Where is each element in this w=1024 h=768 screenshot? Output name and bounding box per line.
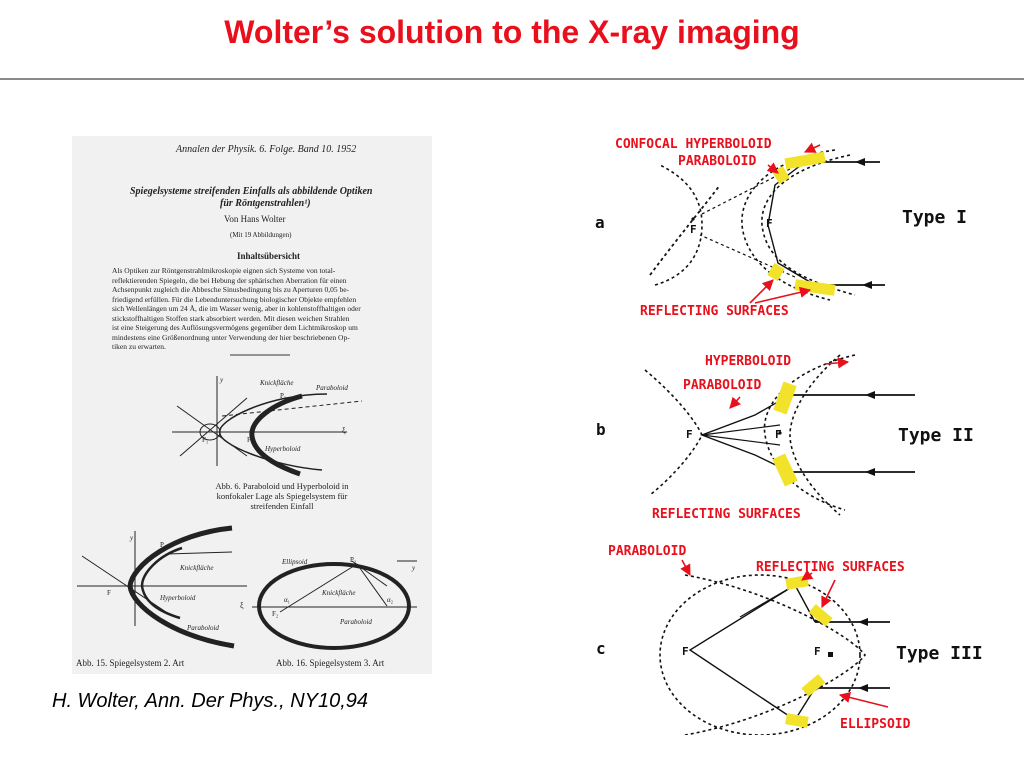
fig16-y-label: y <box>412 564 416 572</box>
type2-focus-left: F <box>686 428 693 441</box>
fig15-drawing <box>77 525 247 649</box>
fig16-a2-label: α₂ <box>387 596 394 604</box>
fig15-f-label: F <box>107 589 111 597</box>
type1-paraboloid-label: PARABOLOID <box>678 154 757 169</box>
fig6-knick-label: Knickfläche <box>260 379 294 387</box>
fig16-xi-label: ξ <box>240 601 244 610</box>
wolter-types-drawing <box>644 142 915 735</box>
fig16-f2-label: F₂ <box>272 610 279 618</box>
type3-focus-right: F <box>814 645 821 658</box>
type1-letter: a <box>595 213 605 232</box>
fig15-paraboloid-label: Paraboloid <box>187 624 219 632</box>
fig6-f1-label: F₁ <box>202 436 209 444</box>
fig6-paraboloid-label: Paraboloid <box>316 384 348 392</box>
type2-hyperboloid-label: HYPERBOLOID <box>705 354 792 369</box>
type1-confocal-hyperboloid-label: CONFOCAL HYPERBOLOID <box>615 137 772 152</box>
fig6-y-label: y <box>220 376 224 384</box>
fig6-hyperboloid-label: Hyperboloid <box>265 445 301 453</box>
fig6-caption: Abb. 6. Paraboloid und Hyperboloid in ko… <box>215 481 349 511</box>
fig15-hyperboloid-label: Hyperboloid <box>160 594 196 602</box>
fig16-caption: Abb. 16. Spiegelsystem 3. Art <box>276 658 385 668</box>
fig16-a1-label: α₁ <box>284 596 291 604</box>
paper-author: Von Hans Wolter <box>224 214 286 224</box>
paper-article-title-2: für Röntgenstrahlen¹) <box>220 198 311 209</box>
fig16-p2-label: P₂ <box>350 556 357 564</box>
type2-drawing <box>644 354 915 516</box>
type3-drawing <box>659 559 890 735</box>
type2-reflecting-surfaces-label: REFLECTING SURFACES <box>652 507 801 522</box>
fig15-caption: Abb. 15. Spiegelsystem 2. Art <box>76 658 185 668</box>
fig6-drawing <box>172 376 363 477</box>
type3-ellipsoid-label: ELLIPSOID <box>840 717 911 732</box>
type3-reflecting-surfaces-label: REFLECTING SURFACES <box>756 560 905 575</box>
paper-contents-heading: Inhaltsübersicht <box>237 251 301 261</box>
fig16-paraboloid-label: Paraboloid <box>340 618 372 626</box>
type1-drawing <box>649 142 885 304</box>
type1-label: Type I <box>902 207 968 228</box>
fig6-f2-label: F₂ <box>247 436 254 444</box>
type2-label: Type II <box>898 425 974 446</box>
fig15-p1-label: P₁ <box>160 541 167 549</box>
fig6-p1-label: P₁ <box>280 392 287 400</box>
fig16-knick-label: Knickfläche <box>322 589 356 597</box>
paper-figures-note: (Mit 19 Abbildungen) <box>230 231 292 239</box>
fig16-ellipsoid-label: Ellipsoid <box>282 558 308 566</box>
type1-focus-left: F <box>690 223 697 236</box>
slide-title: Wolter’s solution to the X-ray imaging <box>224 14 800 50</box>
paper-article-title-1: Spiegelsysteme streifenden Einfalls als … <box>130 186 373 197</box>
fig15-y-label: y <box>130 534 134 542</box>
fig6-xi-label: ξ <box>342 426 346 435</box>
type3-focus-left: F <box>682 645 689 658</box>
type3-label: Type III <box>896 643 983 664</box>
paper-header: Annalen der Physik. 6. Folge. Band 10. 1… <box>176 144 357 155</box>
type2-letter: b <box>596 420 606 439</box>
type2-focus-right: F <box>775 428 782 441</box>
type1-focus-right: F <box>766 217 773 230</box>
type3-paraboloid-label: PARABOLOID <box>608 544 687 559</box>
type1-reflecting-surfaces-label: REFLECTING SURFACES <box>640 304 789 319</box>
title-divider <box>0 78 1024 80</box>
type3-letter: c <box>596 639 606 658</box>
paper-scan: Annalen der Physik. 6. Folge. Band 10. 1… <box>72 136 432 674</box>
fig16-drawing <box>252 560 417 650</box>
type2-paraboloid-label: PARABOLOID <box>683 378 762 393</box>
citation: H. Wolter, Ann. Der Phys., NY10,94 <box>52 690 369 712</box>
wolter-types-diagram: a Type I CONFOCAL HYPERBOLOID PARABOLOID… <box>590 125 1024 735</box>
paper-figures <box>77 354 417 650</box>
fig15-knick-label: Knickfläche <box>180 564 214 572</box>
paper-abstract: Als Optiken zur Röntgenstrahlmikroskopie… <box>112 266 361 351</box>
